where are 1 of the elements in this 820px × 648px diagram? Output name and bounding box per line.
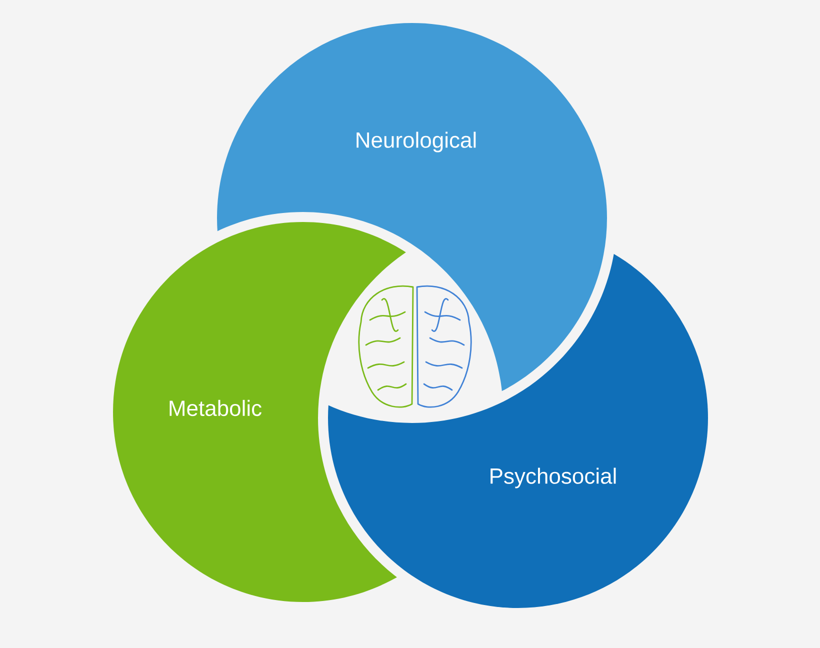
crescent-segment: Psychosocial — [328, 228, 708, 608]
